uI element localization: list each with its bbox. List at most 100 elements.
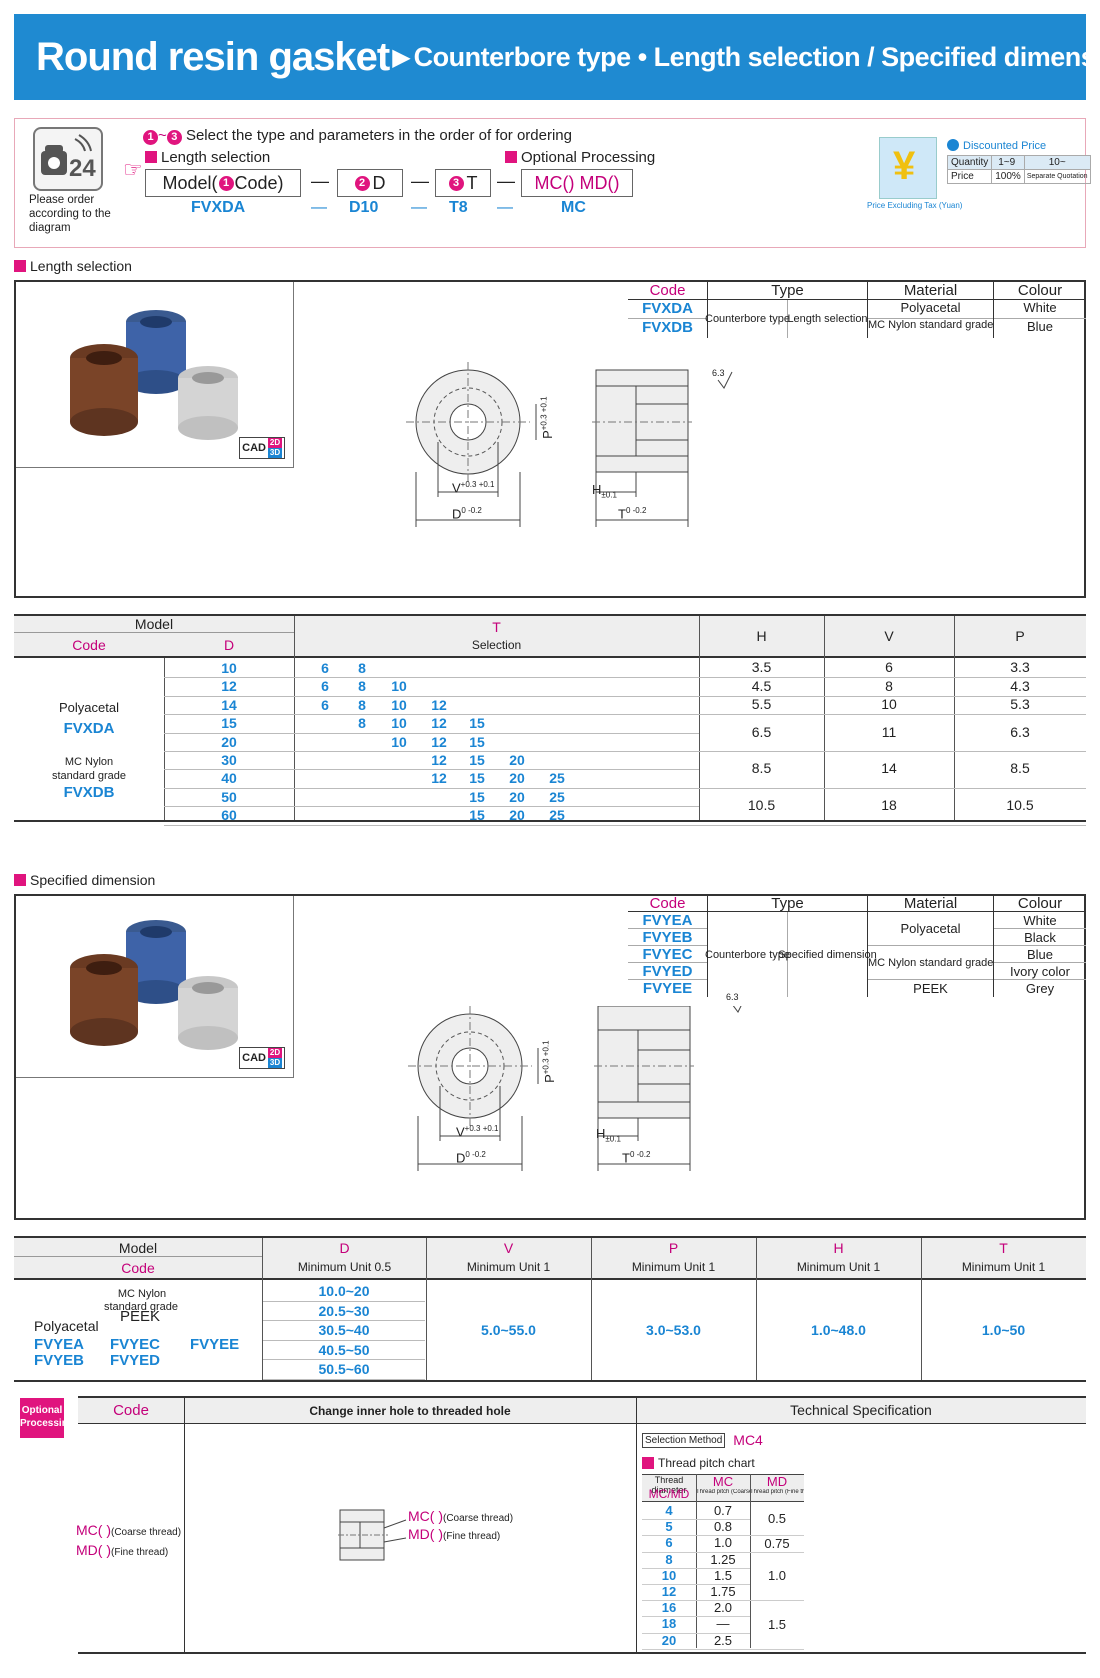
table-cell-v: 10 — [881, 696, 897, 712]
row-divider — [164, 714, 699, 716]
table-cell-t: 12 — [431, 733, 447, 750]
row-divider — [824, 677, 954, 679]
row-divider — [699, 714, 824, 716]
table-cell-t: 6 — [321, 678, 329, 695]
row-divider — [164, 751, 699, 752]
row-divider — [642, 1551, 750, 1553]
technical-drawing — [406, 362, 733, 527]
row-divider — [699, 824, 824, 826]
thread-diameter: 6 — [665, 1535, 673, 1551]
column-unit: Minimum Unit 1 — [466, 1260, 551, 1274]
technical-drawing — [408, 1006, 742, 1171]
thread-diameter: 16 — [661, 1600, 677, 1616]
example-t: T8 — [449, 199, 468, 216]
page-title-banner: Round resin gasket ▶ Counterbore type • … — [14, 14, 1100, 100]
table-cell-d: 15 — [221, 715, 237, 732]
row-divider — [750, 1600, 804, 1602]
yen-icon: ¥ — [879, 137, 937, 199]
table-cell-p: 4.3 — [1010, 677, 1030, 694]
md-option: MD( )(Fine thread) — [76, 1542, 169, 1558]
table-cell-d: 40 — [221, 770, 237, 787]
column-header: V — [503, 1240, 514, 1256]
table-cell-t: 15 — [469, 788, 485, 805]
ordering-panel: 24 Please order according to the diagram… — [14, 118, 1091, 248]
row-divider — [750, 1535, 804, 1537]
row-divider — [164, 769, 699, 771]
table-cell-v: 11 — [881, 723, 897, 740]
column-header: D — [339, 1240, 350, 1256]
mc-pitch: 2.0 — [713, 1600, 733, 1616]
length-selection-label: Length selection — [145, 149, 270, 166]
thread-diameter: 8 — [665, 1551, 673, 1567]
table-cell-d: 60 — [221, 807, 237, 824]
row-divider — [750, 1648, 804, 1650]
table-cell-t: 25 — [549, 807, 565, 824]
table-cell-d: 14 — [221, 696, 237, 713]
thread-diameter: 5 — [665, 1519, 673, 1535]
table-cell-d: 50 — [221, 788, 237, 805]
table-cell-d: 10 — [221, 660, 237, 676]
row-divider — [642, 1519, 750, 1521]
row-divider — [699, 787, 824, 789]
order-instruction: 1~3 Select the type and parameters in th… — [143, 127, 572, 145]
row-divider — [699, 695, 824, 697]
row-divider — [699, 677, 824, 679]
table-cell-p: 10.5 — [1006, 797, 1034, 814]
column-header: H — [833, 1240, 844, 1256]
mc-pitch: 1.25 — [710, 1551, 736, 1567]
table-cell-t: 10 — [391, 678, 407, 695]
table-cell-t: 15 — [469, 715, 485, 732]
row-divider — [954, 695, 1086, 697]
row-divider — [954, 677, 1086, 679]
mc-pitch: 1.75 — [710, 1584, 736, 1599]
row-divider — [642, 1584, 750, 1585]
row-divider — [164, 695, 699, 697]
table-cell-t: 8 — [358, 678, 366, 695]
thread-diameter: 20 — [661, 1632, 677, 1648]
optional-processing-table: Code Change inner hole to threaded hole … — [76, 1396, 1086, 1654]
mc-option: MC( )(Coarse thread) — [76, 1522, 182, 1538]
table-cell-v: 18 — [881, 797, 897, 814]
table-cell-t: 8 — [358, 660, 366, 676]
discount-title: Discounted Price — [947, 139, 1046, 152]
table-cell-t: 25 — [549, 770, 565, 787]
row-divider — [164, 787, 699, 789]
md-pitch: 1.0 — [767, 1567, 787, 1583]
mc-md-box: MC() MD() — [521, 169, 633, 197]
table-cell-d-range: 10.0~20 — [263, 1282, 425, 1302]
row-divider — [164, 824, 699, 826]
table-cell-h: 10.5 — [747, 797, 776, 814]
table-cell-t: 25 — [549, 788, 565, 805]
table-cell-t: 20 — [509, 752, 525, 768]
table-cell-t: 12 — [431, 752, 447, 768]
table-cell-v: 14 — [881, 760, 897, 777]
row-divider — [642, 1616, 750, 1618]
table-cell-p: 6.3 — [1010, 723, 1030, 740]
mc-pitch: 0.8 — [713, 1519, 733, 1535]
page-subtitle: Counterbore type • Length selection / Sp… — [413, 41, 1100, 72]
optional-processing-badge: Optional Processing — [20, 1398, 74, 1438]
row-divider — [642, 1600, 750, 1602]
row-divider — [642, 1648, 750, 1650]
table-cell-t: 10 — [391, 696, 407, 713]
length-selection-title: Length selection — [14, 258, 132, 274]
row-divider — [642, 1567, 750, 1569]
table-cell-h: 8.5 — [751, 760, 772, 777]
row-divider — [642, 1535, 750, 1537]
thread-diameter: 10 — [661, 1567, 677, 1583]
thread-pitch-title: Thread pitch chart — [642, 1456, 755, 1470]
md-pitch: 0.75 — [764, 1535, 790, 1551]
row-divider — [954, 751, 1086, 752]
column-header: T — [999, 1240, 1008, 1256]
row-divider — [824, 787, 954, 789]
mc-pitch: 1.0 — [713, 1535, 733, 1551]
table-cell-d: 20 — [221, 733, 237, 750]
pointing-hand-icon: ☞ — [123, 157, 143, 182]
